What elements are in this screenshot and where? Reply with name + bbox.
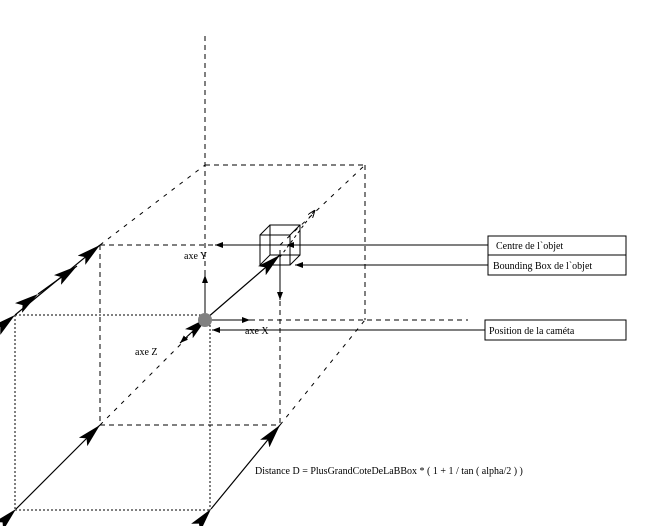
axis-z-label: axe Z — [135, 347, 158, 358]
frustum-back-face — [205, 164, 468, 321]
callout-camera-position: Position de la caméta — [484, 319, 627, 341]
distance-arrow-top-left-full — [0, 244, 101, 335]
frustum-middle-face — [99, 244, 281, 426]
callout-bounding-box-label: Bounding Box de l`objet — [493, 261, 592, 272]
frustum-diagonal-edges — [99, 164, 366, 426]
camera-position-marker — [198, 313, 212, 327]
object-bounding-box — [259, 224, 301, 266]
axis-x-label: axe X — [245, 326, 269, 337]
callout-bounding-box: Bounding Box de l`objet — [487, 254, 627, 276]
axis-y-label: axe Y — [184, 251, 207, 262]
distance-arrow-bottom-right — [191, 424, 281, 526]
callout-object-center-label: Centre de l`objet — [496, 241, 563, 252]
distance-arrow-bottom-left — [0, 424, 101, 526]
distance-arrow-center — [184, 254, 281, 339]
callout-camera-position-label: Position de la caméta — [489, 326, 575, 337]
distance-formula: Distance D = PlusGrandCoteDeLaBBox * ( 1… — [255, 466, 523, 477]
distance-arrows — [0, 254, 281, 526]
view-direction-line — [279, 210, 315, 258]
callout-object-center: Centre de l`objet — [487, 235, 627, 256]
